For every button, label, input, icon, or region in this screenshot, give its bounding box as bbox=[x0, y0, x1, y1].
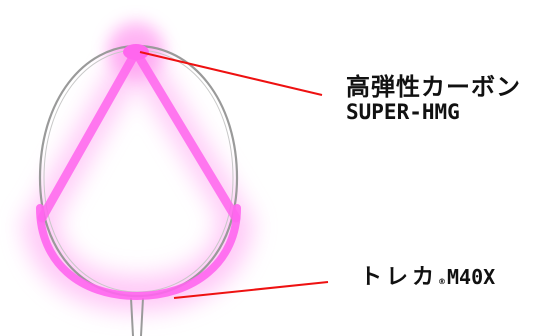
highlight-right-diagonal bbox=[131, 47, 241, 223]
registered-mark: ® bbox=[438, 277, 447, 286]
highlight-left-diagonal bbox=[37, 47, 141, 223]
leader-line-top bbox=[139, 51, 323, 96]
racket-frame-inner bbox=[43, 49, 234, 293]
highlight-bottom-arc bbox=[36, 204, 241, 301]
leader-line-bottom bbox=[173, 281, 329, 299]
racket-shaft bbox=[130, 297, 144, 336]
label-torayca: トレカ®M40X bbox=[360, 265, 496, 291]
label-bottom-code: M40X bbox=[447, 265, 496, 289]
label-top-line1: 高弾性カーボン bbox=[346, 73, 521, 101]
label-top-line2: SUPER-HMG bbox=[346, 99, 460, 124]
label-bottom-prefix: トレカ bbox=[360, 265, 439, 290]
label-high-modulus-carbon: 高弾性カーボン SUPER-HMG bbox=[346, 74, 521, 124]
highlight-top-node bbox=[123, 44, 149, 60]
